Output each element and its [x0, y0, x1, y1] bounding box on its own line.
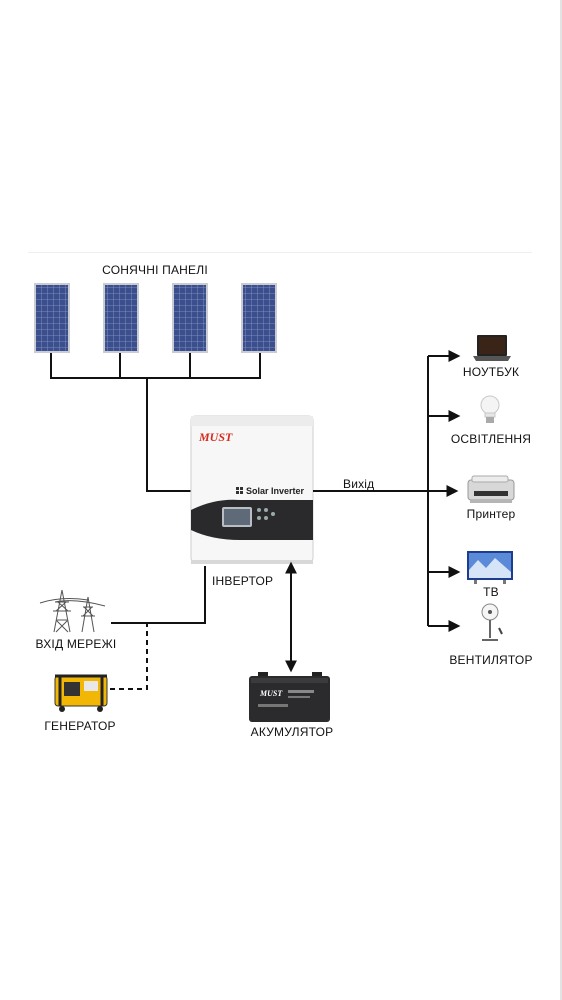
laptop-label: НОУТБУК [462, 365, 520, 379]
top-divider [28, 252, 532, 253]
inverter-label: ІНВЕРТОР [212, 574, 274, 588]
inverter-brand-logo: MUST [198, 430, 233, 444]
inverter-device: MUST Solar Inverter [190, 415, 314, 564]
power-tower-icon [39, 589, 106, 633]
generator-label: ГЕНЕРАТОР [44, 719, 116, 733]
solar-panel-1 [34, 283, 70, 353]
fan-icon [481, 603, 503, 641]
battery-icon: MUST [249, 672, 330, 722]
solar-panels-label: СОНЯЧНІ ПАНЕЛІ [102, 263, 208, 277]
grid-input-label: ВХІД МЕРЕЖІ [35, 637, 117, 651]
battery-label: АКУМУЛЯТОР [250, 725, 334, 739]
fan-label: ВЕНТИЛЯТОР [449, 653, 533, 667]
light-bulb-icon [480, 395, 500, 423]
inverter-model-text: Solar Inverter [246, 486, 305, 496]
solar-panel-2 [103, 283, 139, 353]
output-wiring [313, 350, 461, 632]
output-label: Вихід [343, 477, 375, 491]
right-edge-divider [560, 0, 562, 1000]
panel-wiring [50, 353, 261, 492]
lighting-label: ОСВІТЛЕННЯ [450, 432, 532, 446]
generator-link [110, 623, 148, 690]
grid-link [111, 566, 206, 624]
printer-icon [467, 475, 515, 503]
solar-panel-3 [172, 283, 208, 353]
solar-panel-array [34, 283, 277, 353]
printer-label: Принтер [466, 507, 516, 521]
solar-panel-4 [241, 283, 277, 353]
tv-label: ТВ [483, 585, 499, 599]
generator-icon [54, 674, 108, 712]
battery-brand-logo: MUST [259, 689, 283, 698]
tv-icon [467, 551, 513, 584]
laptop-icon [473, 335, 511, 361]
